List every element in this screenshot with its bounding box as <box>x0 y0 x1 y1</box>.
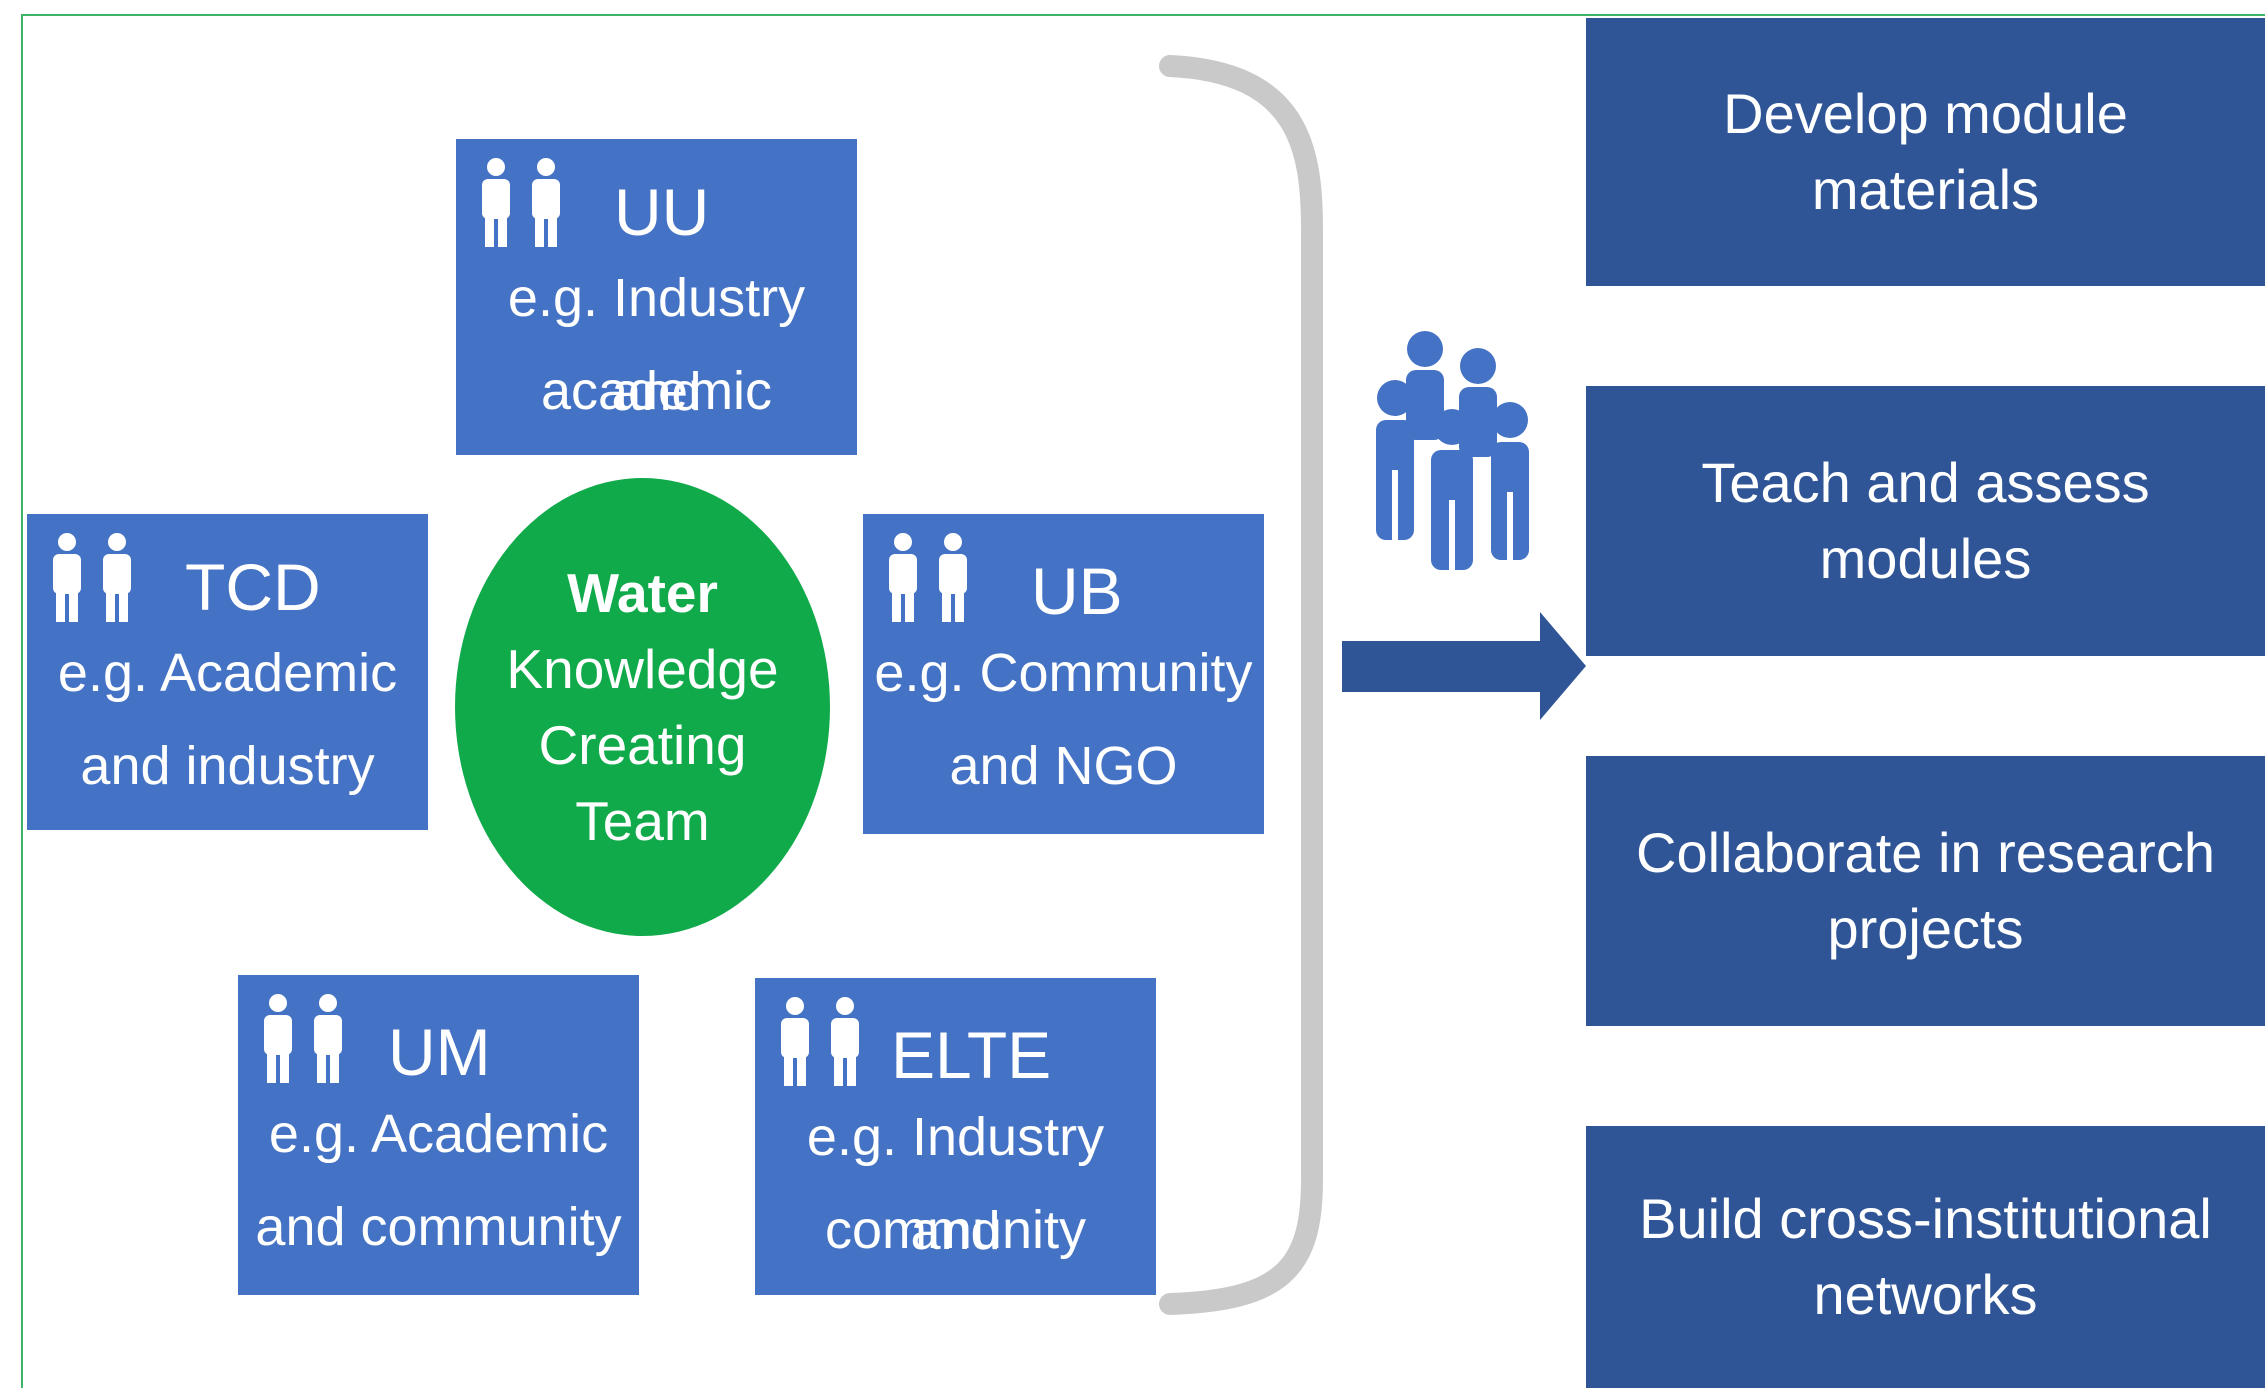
institution-box-um: UM e.g. Academic and community <box>238 975 639 1295</box>
institution-desc-line1: e.g. Industry and <box>507 268 806 422</box>
institution-desc-line1: e.g. Academic <box>57 643 398 703</box>
institution-box-ub: UB e.g. Community and NGO <box>863 514 1264 834</box>
institution-box-uu: UU e.g. Industry and academic <box>456 139 857 455</box>
activity-box-networks: Build cross-institutional networks <box>1586 1126 2265 1388</box>
hub-line: Creating <box>538 714 747 776</box>
two-people-icon <box>264 994 342 1083</box>
hub-water-knowledge-creating-team: Water Knowledge Creating Team <box>455 478 830 936</box>
activity-box-collaborate: Collaborate in research projects <box>1586 756 2265 1026</box>
hub-line: Team <box>575 790 710 852</box>
figure-frame <box>21 14 2265 1388</box>
institution-box-elte: ELTE e.g. Industry and community <box>755 978 1156 1295</box>
hub-line: Water <box>567 562 718 624</box>
institution-name: UM <box>388 1015 491 1089</box>
institution-desc-line2: academic <box>540 361 773 421</box>
group-icon <box>1376 331 1529 570</box>
institution-name: UU <box>614 175 710 249</box>
institution-box-tcd: TCD e.g. Academic and industry <box>27 514 428 830</box>
institution-name: TCD <box>185 550 321 624</box>
institution-desc-line2: and community <box>255 1197 622 1257</box>
institution-desc-line2: and NGO <box>949 736 1178 796</box>
activity-label-line2: networks <box>1813 1263 2038 1326</box>
institution-desc-line1: e.g. Academic <box>268 1104 609 1164</box>
activity-label-line1: Collaborate in research <box>1636 821 2215 884</box>
institution-name: UB <box>1031 554 1123 628</box>
two-people-icon <box>781 997 859 1086</box>
two-people-icon <box>482 158 560 247</box>
institution-desc-line2: and industry <box>80 736 375 796</box>
institution-desc-line1: e.g. Industry and <box>806 1107 1105 1261</box>
activity-label-line2: projects <box>1827 897 2024 960</box>
hub-line: Knowledge <box>506 638 779 700</box>
two-people-icon <box>53 533 131 622</box>
institution-name: ELTE <box>891 1018 1052 1092</box>
institution-desc-line2: community <box>824 1200 1087 1260</box>
two-people-icon <box>889 533 967 622</box>
activity-box-develop: Develop module materials <box>1586 18 2265 286</box>
activity-label-line1: Build cross-institutional <box>1639 1187 2212 1250</box>
institution-desc-line1: e.g. Community <box>874 643 1253 703</box>
activity-box-teach: Teach and assess modules <box>1586 386 2265 656</box>
grouping-brace <box>1159 55 1323 1315</box>
activity-label-line1: Teach and assess modules <box>1701 451 2150 590</box>
right-arrow <box>1342 612 1586 720</box>
activity-label-line1: Develop module materials <box>1723 82 2128 221</box>
